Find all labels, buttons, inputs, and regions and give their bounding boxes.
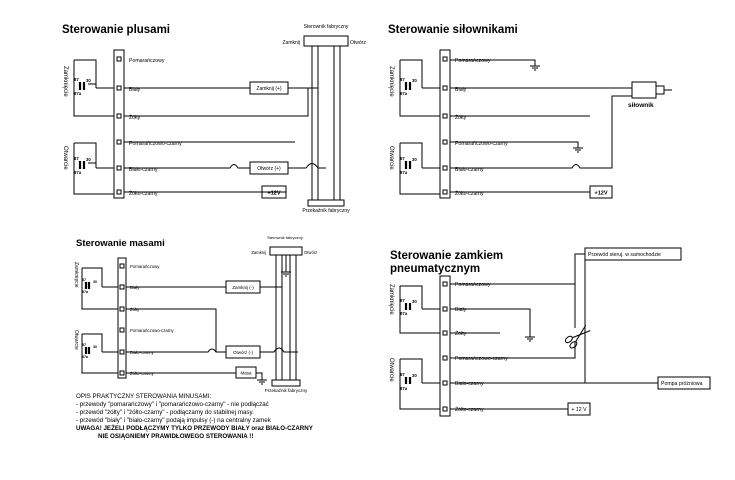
svg-text:87a: 87a <box>74 170 82 175</box>
svg-text:30: 30 <box>412 78 417 83</box>
svg-text:Pomarańczowy: Pomarańczowy <box>130 264 160 269</box>
svg-text:Zamknij (-): Zamknij (-) <box>232 285 254 290</box>
wire-label: Pomarańczowo-czarny <box>455 141 508 147</box>
note-warning: NIE OSIĄGNIEMY PRAWIDŁOWEGO STEROWANIA !… <box>98 433 253 440</box>
svg-text:+ 12 V: + 12 V <box>571 407 587 413</box>
wire-label: Żółto-czarny <box>129 190 158 197</box>
panel-silowniki: Sterowanie siłownikami Pomarańczowy Biał… <box>388 24 672 199</box>
pump-label: Pompa próżniowa <box>661 381 703 387</box>
svg-text:87: 87 <box>400 298 405 303</box>
svg-text:Sterownik fabryczny: Sterownik fabryczny <box>267 235 303 240</box>
svg-text:87: 87 <box>74 156 79 161</box>
svg-text:Zamknięcie: Zamknięcie <box>73 262 79 288</box>
scissors-icon <box>564 325 591 349</box>
panel-plusy: Sterowanie plusami Pomarańczowy Biały Żó… <box>62 24 366 214</box>
wire-label: Pomarańczowy <box>129 58 165 64</box>
panel-silowniki-title: Sterowanie siłownikami <box>388 24 518 36</box>
svg-text:Pomarańczowo-czarny: Pomarańczowo-czarny <box>130 328 175 333</box>
wire-label: Biały <box>455 87 467 93</box>
svg-text:87a: 87a <box>400 170 408 175</box>
factory-controller-label: Sterownik fabryczny <box>304 24 349 30</box>
svg-text:87a: 87a <box>400 311 408 316</box>
svg-text:Zamknij: Zamknij <box>251 250 266 255</box>
panel-pneumatyka-title-2: pneumatycznym <box>390 263 480 275</box>
svg-text:30: 30 <box>412 157 417 162</box>
svg-text:Otwarcie: Otwarcie <box>388 358 394 382</box>
svg-text:+12V: +12V <box>268 191 281 197</box>
note-line: - przewód "żółty" i "żółto-czarny" - pod… <box>76 409 254 416</box>
wire-label: Żółto-czarny <box>455 190 484 197</box>
actuator-label: siłownik <box>628 102 654 109</box>
panel-pneumatyka: Sterowanie zamkiem pneumatycznym Pomarań… <box>388 247 711 417</box>
svg-text:Otwarcie: Otwarcie <box>388 146 394 170</box>
svg-text:87: 87 <box>82 278 86 282</box>
plus12-box <box>261 185 287 199</box>
note-line: - przewody "pomarańczowy" i "pomarańczow… <box>76 401 269 408</box>
box-open-plus <box>249 161 289 175</box>
wire-label: Żółty <box>129 114 141 121</box>
svg-text:Zamknij: Zamknij <box>282 40 300 46</box>
svg-text:Przekaźnik fabryczny: Przekaźnik fabryczny <box>265 388 308 393</box>
wire-label: Biało-czarny <box>455 167 484 173</box>
svg-text:Masa: Masa <box>240 371 252 376</box>
wire-label: Biały <box>129 87 141 93</box>
svg-text:Otwórz: Otwórz <box>304 250 317 255</box>
svg-text:Zamknięcie: Zamknięcie <box>388 66 394 97</box>
svg-text:Otwórz (-): Otwórz (-) <box>233 350 253 355</box>
svg-text:87: 87 <box>400 77 405 82</box>
svg-text:30: 30 <box>93 280 97 284</box>
connector-strip <box>439 49 451 199</box>
note-line: - przewód "biały" i "biało-czarny" podaj… <box>76 417 272 424</box>
svg-text:Otwórz (+): Otwórz (+) <box>257 166 281 172</box>
note-line: OPIS PRAKTYCZNY STEROWANIA MINUSAMI: <box>76 393 211 400</box>
svg-text:Otwarcie: Otwarcie <box>73 330 79 350</box>
svg-text:87a: 87a <box>400 386 408 391</box>
pin-87: 87 <box>74 77 79 82</box>
side-label-bottom: Otwarcie <box>62 146 68 170</box>
svg-text:Zamknięcie: Zamknięcie <box>388 284 394 315</box>
svg-text:30: 30 <box>412 373 417 378</box>
panel-masy-title: Sterowanie masami <box>76 238 165 249</box>
connector-strip <box>113 49 125 199</box>
wire-label: Żółty <box>455 114 467 121</box>
side-label-top: Zamknięcie <box>62 66 68 97</box>
panel-pneumatyka-title-1: Sterowanie zamkiem <box>390 250 503 262</box>
pins <box>116 56 122 195</box>
pin-87a: 87a <box>74 91 82 96</box>
pin-30: 30 <box>86 78 91 83</box>
wire-label: Biało-czarny <box>129 167 158 173</box>
svg-text:Biało-czarny: Biało-czarny <box>455 381 484 387</box>
actuator-icon <box>631 81 657 99</box>
svg-text:87: 87 <box>82 343 86 347</box>
svg-text:87a: 87a <box>400 91 408 96</box>
svg-text:30: 30 <box>86 157 91 162</box>
relay-label: Przekaźnik fabryczny <box>302 208 350 214</box>
panel-plusy-title: Sterowanie plusami <box>62 24 170 36</box>
svg-text:87: 87 <box>400 372 405 377</box>
svg-text:87a: 87a <box>82 355 89 359</box>
car-wire-label: Przewód steruj. w samochodzie <box>588 252 661 258</box>
note-warning: UWAGA! JEŻELI PODŁĄCZYMY TYLKO PRZEWODY … <box>76 425 314 432</box>
wire-label: Pomarańczowy <box>455 58 491 64</box>
svg-text:30: 30 <box>412 299 417 304</box>
svg-text:Zamknij (+): Zamknij (+) <box>256 86 281 92</box>
svg-text:Biały: Biały <box>455 307 467 313</box>
wire-label: Pomarańczowo-czarny <box>129 141 182 147</box>
svg-text:+12V: +12V <box>595 191 608 197</box>
box-close-plus <box>249 81 289 95</box>
panel-masy: Sterowanie masami Pomarańczowy Biały Żół… <box>73 235 317 440</box>
svg-text:30: 30 <box>93 345 97 349</box>
svg-text:87a: 87a <box>82 290 89 294</box>
svg-text:Pomarańczowo-czarny: Pomarańczowo-czarny <box>455 356 508 362</box>
svg-text:87: 87 <box>400 156 405 161</box>
svg-text:Pomarańczowy: Pomarańczowy <box>455 282 491 288</box>
svg-text:Otwórz: Otwórz <box>350 40 366 46</box>
